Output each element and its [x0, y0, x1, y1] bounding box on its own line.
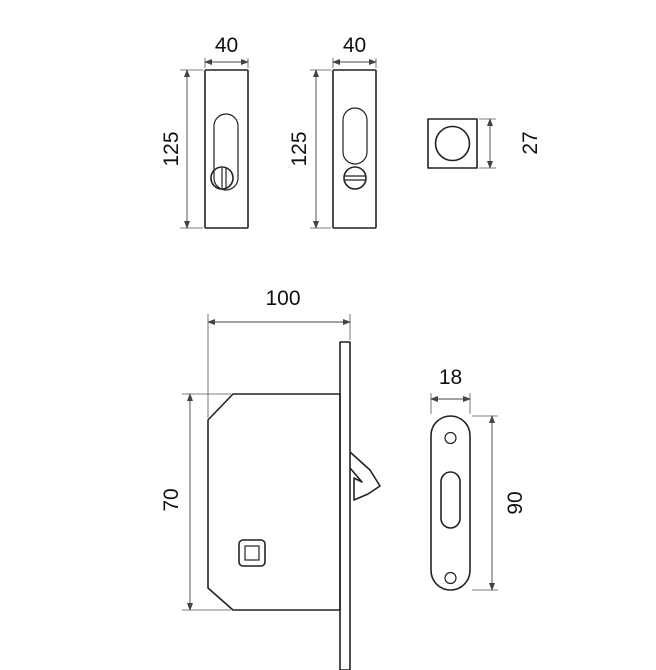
lock-body-width-label: 100 — [265, 287, 300, 310]
strike-plate-slot — [440, 471, 461, 529]
pull-left-slot — [213, 113, 239, 191]
square-pull-plate — [427, 118, 478, 169]
lock-spindle-hole — [244, 545, 260, 561]
strike-plate — [430, 415, 471, 591]
lock-spindle-square — [238, 539, 266, 567]
strike-plate-outline — [430, 415, 471, 591]
pull-left-width-label: 40 — [215, 34, 238, 57]
dim-pull-left-height: 125 — [160, 69, 203, 229]
pull-right-plate — [332, 69, 377, 229]
square-pull — [427, 118, 478, 169]
pull-right — [332, 69, 377, 229]
square-pull-cup — [434, 125, 471, 162]
square-pull-height-label: 27 — [519, 131, 542, 154]
lock-hook-bolt — [349, 451, 381, 501]
strike-plate-bottom-screw — [444, 571, 457, 585]
dim-pull-right-height: 125 — [288, 69, 331, 229]
pull-left-plate — [204, 69, 249, 229]
lock-forend — [339, 341, 351, 670]
pull-right-indicator — [343, 166, 367, 190]
strike-plate-height-label: 90 — [504, 491, 527, 514]
pull-right-height-label: 125 — [288, 131, 311, 166]
dim-square-pull-height: 27 — [479, 118, 542, 169]
pull-right-width-label: 40 — [343, 34, 366, 57]
dim-pull-left-width: 40 — [204, 34, 249, 68]
dim-lock-body-width: 100 — [207, 287, 351, 418]
strike-plate-top-screw — [444, 431, 457, 445]
lock-body — [207, 341, 381, 670]
dim-strike-plate-height: 90 — [472, 415, 527, 591]
dim-strike-plate-width: 18 — [430, 366, 471, 414]
pull-right-slot — [342, 107, 368, 165]
lock-body-height-label: 70 — [160, 488, 183, 511]
dim-lock-body-height: 70 — [160, 393, 231, 611]
lock-case — [207, 393, 341, 611]
dim-pull-right-width: 40 — [332, 34, 377, 68]
pull-left-height-label: 125 — [160, 131, 183, 166]
pull-left-turn — [210, 166, 234, 190]
pull-left — [204, 69, 249, 229]
strike-plate-width-label: 18 — [439, 366, 462, 389]
